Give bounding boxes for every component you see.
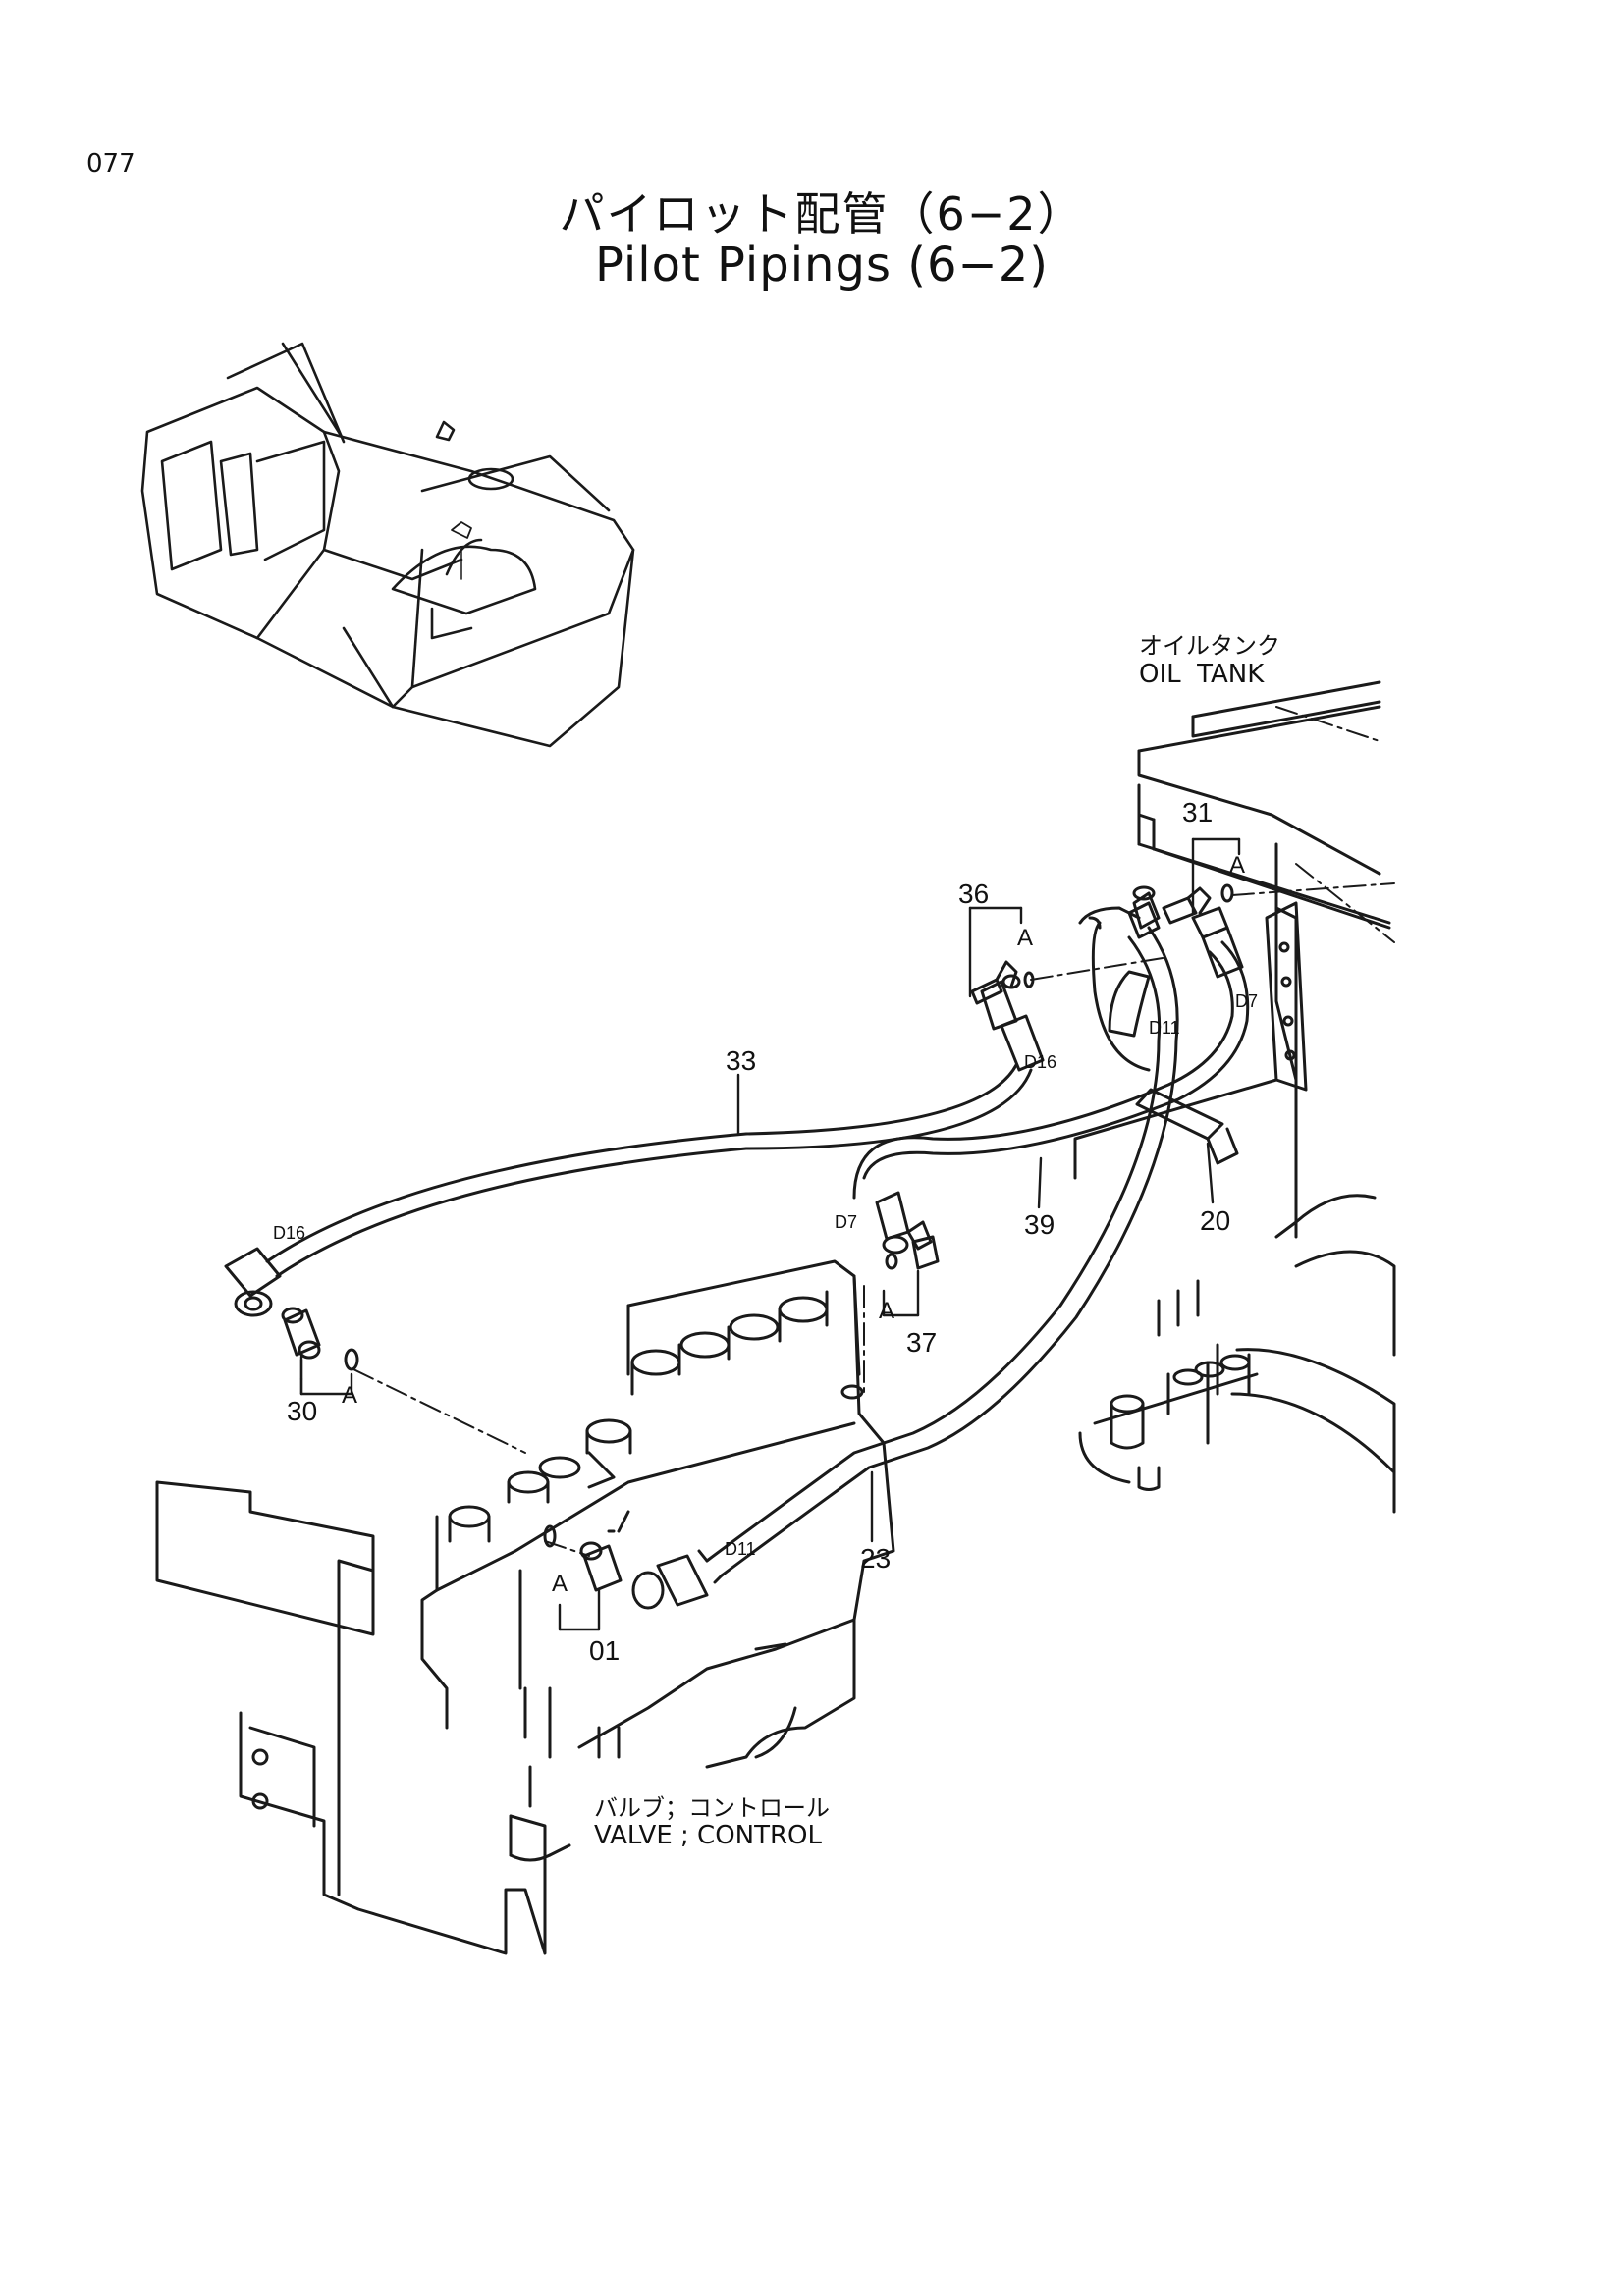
callout-brackets <box>299 837 1241 1631</box>
hose-23 <box>631 901 1179 1610</box>
page-title-japanese: パイロット配管（6−2） <box>559 187 1085 240</box>
callout-36: 36 <box>958 879 990 909</box>
detail-mark-a-31: A <box>1229 852 1246 879</box>
callout-33: 33 <box>726 1045 757 1076</box>
fitting-01 <box>543 1524 623 1592</box>
detail-mark-a-01: A <box>552 1571 568 1597</box>
control-valve-body <box>155 1259 895 1955</box>
callout-30: 30 <box>287 1396 318 1426</box>
clamp-20 <box>1135 1088 1239 1165</box>
callout-23: 23 <box>860 1543 892 1574</box>
fitting-30 <box>281 1307 359 1371</box>
hose-tag-d7-left: D7 <box>835 1212 858 1232</box>
oil-tank-label-japanese: オイルタンク <box>1139 632 1280 660</box>
hose-tag-d16-left: D16 <box>273 1223 306 1243</box>
fitting-36 <box>970 960 1035 1005</box>
callout-31: 31 <box>1182 797 1214 828</box>
hose-tag-d11-upper: D11 <box>1149 1018 1180 1038</box>
detail-mark-a-37: A <box>879 1298 895 1324</box>
oil-tank-structure <box>1073 680 1396 1514</box>
detail-mark-a-30: A <box>342 1382 358 1409</box>
excavator-overview-illustration <box>140 342 635 748</box>
callout-01: 01 <box>589 1635 621 1666</box>
callout-39: 39 <box>1024 1209 1056 1240</box>
callout-37: 37 <box>906 1327 938 1358</box>
hose-tag-d7-right: D7 <box>1235 991 1259 1011</box>
hose-tag-d16-right: D16 <box>1024 1052 1057 1072</box>
page-number: 077 <box>86 149 135 179</box>
hose-33 <box>224 980 1045 1317</box>
control-valve-label-english: VALVE ; CONTROL <box>594 1821 823 1850</box>
callout-20: 20 <box>1200 1205 1231 1236</box>
control-valve-label-japanese: バルブ；コントロール <box>594 1794 830 1822</box>
page-title-english: Pilot Pipings (6−2) <box>595 238 1049 293</box>
assembly-leader-lines <box>352 706 1395 1557</box>
hose-39 <box>852 906 1250 1255</box>
hose-tag-d11-lower: D11 <box>725 1539 756 1559</box>
detail-mark-a-36: A <box>1017 925 1034 951</box>
oil-tank-label-english: OIL TANK <box>1139 660 1265 689</box>
fitting-37 <box>885 1220 940 1270</box>
